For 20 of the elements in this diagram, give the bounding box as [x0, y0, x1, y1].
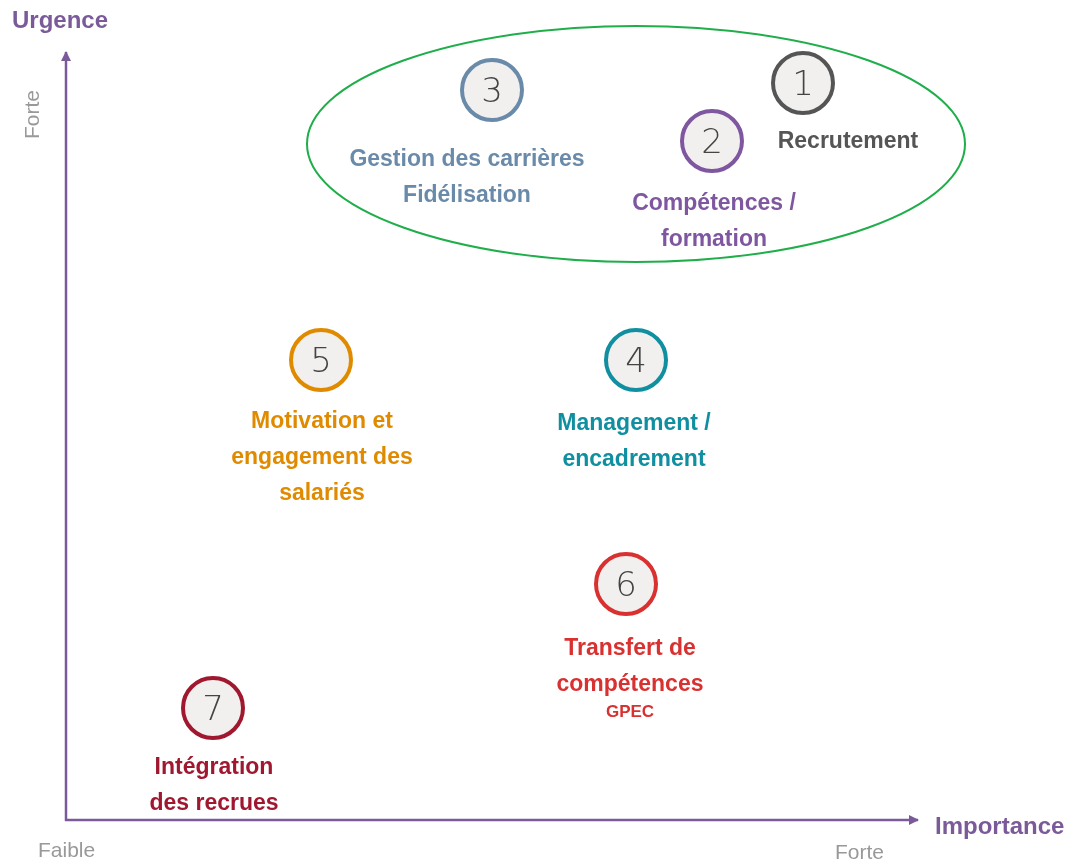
number-circle: 6	[594, 552, 658, 616]
number-circle: 5	[289, 328, 353, 392]
axis-title: Importance	[935, 812, 1065, 840]
axis-title: Urgence	[12, 6, 109, 34]
number-circle: 1	[771, 51, 835, 115]
axis-end-label: Faible	[38, 838, 96, 862]
item-label: Management / encadrement	[556, 408, 712, 473]
number-circle: 4	[604, 328, 668, 392]
axis-end-label: Forte	[835, 840, 884, 864]
number-circle: 7	[181, 676, 245, 740]
number-circle: 3	[460, 58, 524, 122]
axis-end-label: Forte	[20, 90, 44, 139]
item-sublabel: GPEC	[604, 701, 656, 723]
item-label: Transfert de compétences	[555, 633, 705, 698]
item-label: Recrutement	[776, 126, 920, 155]
number-circle: 2	[680, 109, 744, 173]
item-label: Compétences / formation	[631, 188, 797, 253]
item-label: Motivation et engagement des salariés	[230, 406, 414, 507]
item-label: Intégration des recrues	[148, 752, 280, 817]
item-label: Gestion des carrières Fidélisation	[348, 144, 586, 209]
